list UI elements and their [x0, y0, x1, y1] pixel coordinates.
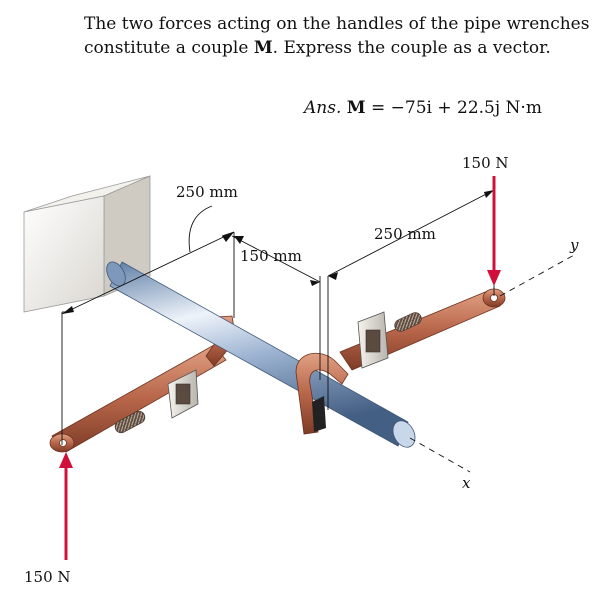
problem-statement: The two forces acting on the handles of … [84, 12, 592, 60]
axes [409, 253, 577, 473]
force-bottom-label: 150 N [24, 568, 71, 586]
x-axis-line [409, 437, 471, 473]
y-axis-line [499, 253, 577, 297]
bottom-force-arrowhead [59, 452, 73, 468]
answer-equals: = [365, 98, 391, 118]
force-top-label: 150 N [462, 154, 509, 172]
problem-text-after: . Express the couple as a vector. [272, 38, 551, 58]
right-wrench [295, 288, 506, 435]
dim-right-label: 250 mm [374, 225, 436, 243]
dim-left-label: 250 mm [176, 183, 238, 201]
left-knurled-nut [114, 410, 146, 434]
axis-x-label: x [462, 474, 471, 492]
top-force-arrowhead [487, 270, 501, 286]
right-knurled-nut [394, 312, 422, 332]
dimension-arrowheads [62, 190, 494, 314]
couple-symbol: M [253, 38, 273, 58]
dim-middle-label: 150 mm [240, 247, 302, 265]
pipe [106, 261, 416, 448]
force-arrows [59, 176, 501, 560]
answer-line: Ans. M = −75i + 22.5j N·m [304, 98, 542, 118]
answer-lhs: M [346, 98, 366, 118]
answer-label: Ans. [304, 98, 342, 118]
axis-y-label: y [569, 236, 579, 254]
problem-text-before: The two forces acting on the handles of … [84, 14, 590, 58]
answer-value: −75i + 22.5j N·m [390, 98, 542, 118]
